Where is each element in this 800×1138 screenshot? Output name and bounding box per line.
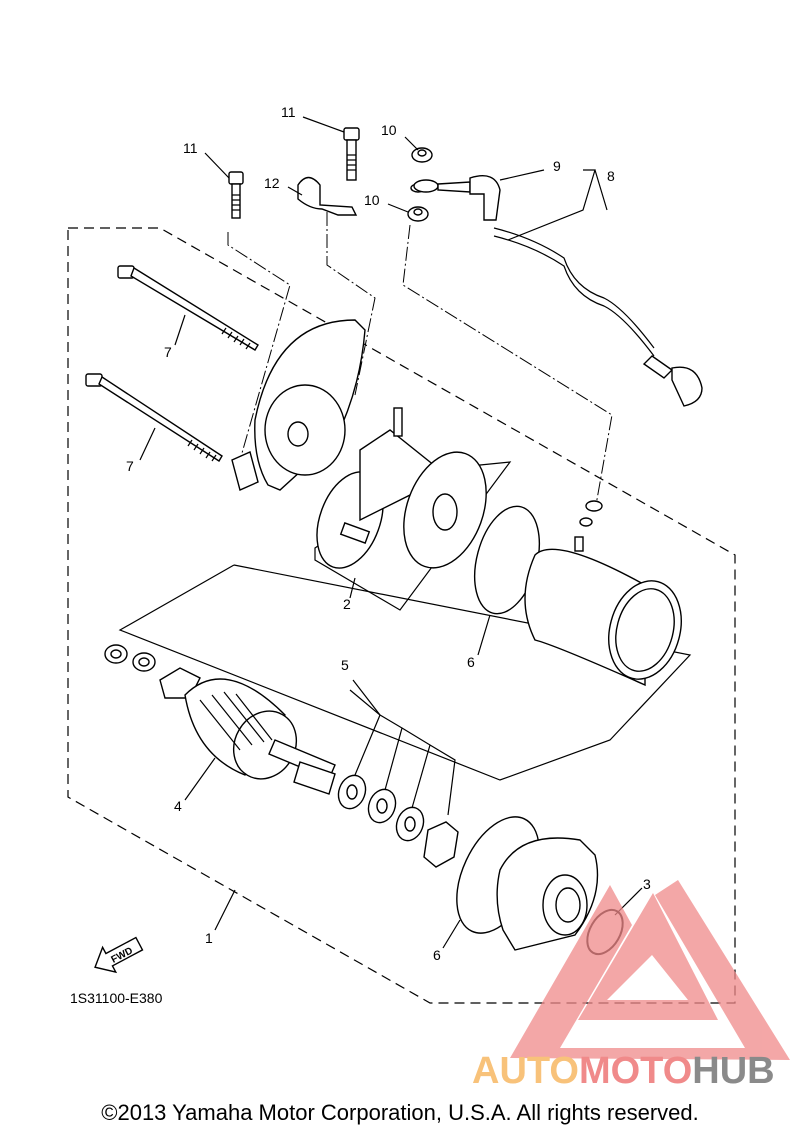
- long-bolt-7-lower: [85, 373, 223, 462]
- leader-line: [402, 224, 613, 506]
- lock-plate: [423, 821, 459, 868]
- callout-5: 5: [341, 657, 349, 673]
- callout-9: 9: [553, 158, 561, 174]
- leader-line: [326, 212, 376, 396]
- rear-cover: [231, 319, 366, 491]
- front-cover: [496, 837, 599, 951]
- bolt-11-right: [343, 127, 360, 181]
- callout-11: 11: [281, 104, 296, 120]
- nut-10-bottom: [407, 206, 429, 222]
- washer: [585, 500, 603, 512]
- automotohub-watermark-logo: [510, 880, 790, 1060]
- watermark-hub: HUB: [692, 1050, 775, 1092]
- callout-6: 6: [467, 654, 475, 670]
- callout-leader: [139, 116, 643, 949]
- callout-8: 8: [607, 168, 615, 184]
- callout-10: 10: [364, 192, 380, 208]
- bolt-11-left: [228, 171, 244, 219]
- nut-10-top: [411, 147, 433, 163]
- thrust-washer-1: [337, 774, 367, 810]
- callout-3: 3: [643, 876, 651, 892]
- callout-11: 11: [183, 140, 198, 156]
- yoke: [524, 536, 682, 687]
- callout-7: 7: [126, 458, 134, 474]
- callout-10: 10: [381, 122, 397, 138]
- thrust-washer-2: [367, 788, 397, 824]
- armature: [159, 667, 336, 795]
- watermark-text: AUTOMOTOHUB: [472, 1050, 775, 1093]
- callout-4: 4: [174, 798, 182, 814]
- leader-line: [349, 689, 456, 816]
- washer: [579, 517, 593, 527]
- callout-6: 6: [433, 947, 441, 963]
- starter-cable: [413, 175, 703, 407]
- clamp-12: [297, 176, 358, 216]
- callout-1: 1: [205, 930, 213, 946]
- leader-line: [227, 232, 291, 461]
- washer-left-1: [104, 644, 128, 664]
- callout-2: 2: [343, 596, 351, 612]
- long-bolt-7-upper: [117, 265, 259, 351]
- fwd-label: FWD: [110, 945, 135, 965]
- watermark-auto: AUTO: [472, 1050, 579, 1092]
- thrust-washer-3: [395, 806, 425, 842]
- forward-arrow-icon: FWD: [94, 936, 144, 974]
- callout-12: 12: [264, 175, 280, 191]
- washer-left-2: [132, 652, 156, 672]
- callout-7: 7: [164, 344, 172, 360]
- copyright-notice: ©2013 Yamaha Motor Corporation, U.S.A. A…: [101, 1100, 699, 1125]
- brush-holder: [316, 407, 487, 569]
- watermark-moto: MOTO: [578, 1050, 693, 1092]
- diagram-code: 1S31100-E380: [70, 990, 163, 1006]
